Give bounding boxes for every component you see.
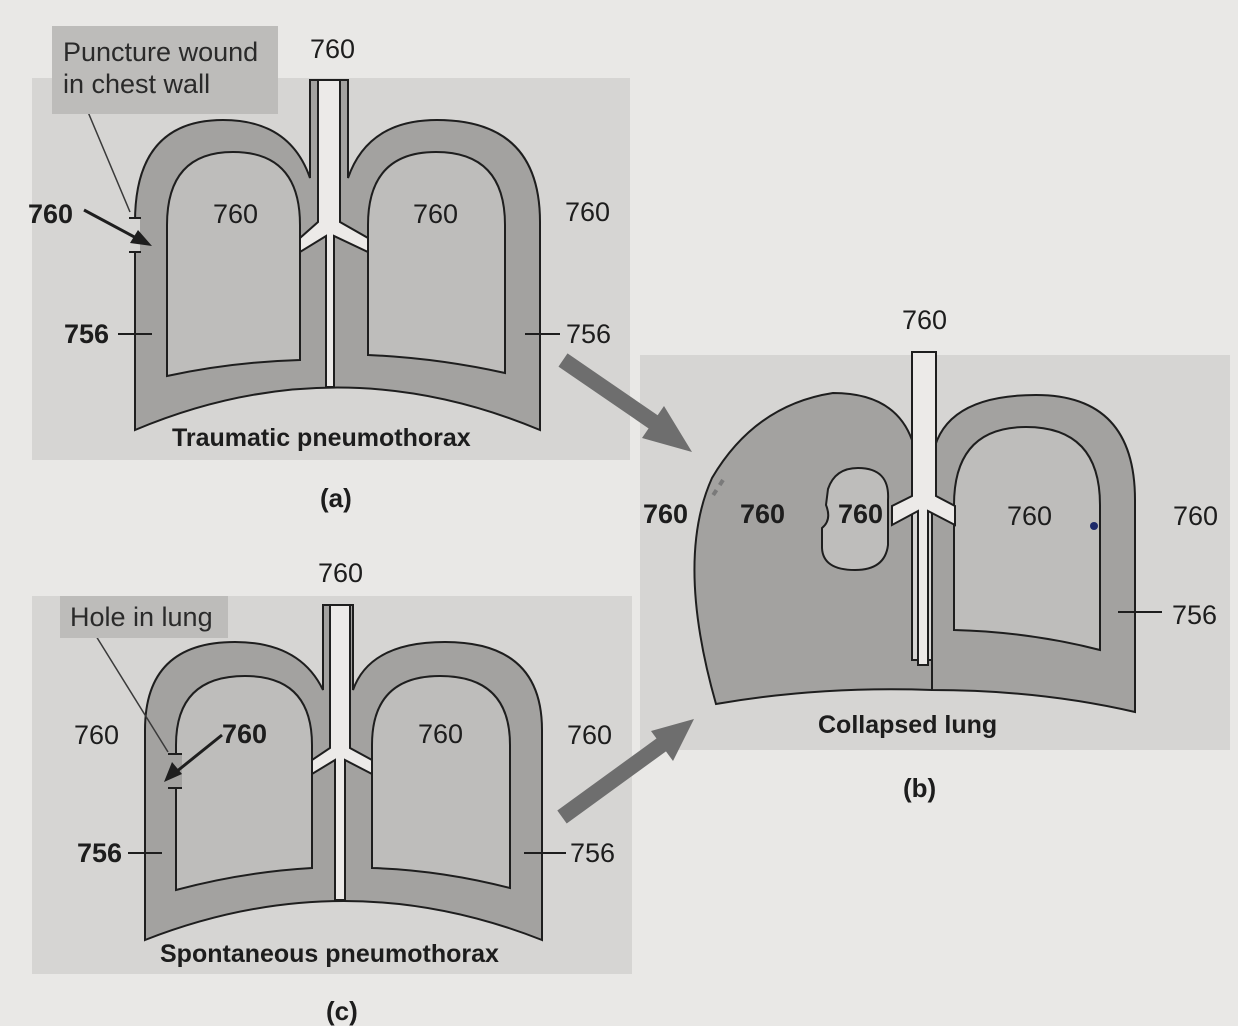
panel-b-collapsed-lung-pressure: 760 (838, 499, 883, 529)
panel-a-left-lung-pressure: 760 (213, 199, 258, 229)
panel-c-right-pleural-pressure: 756 (570, 838, 615, 868)
panel-c-trachea-pressure: 760 (318, 558, 363, 588)
panel-b-right-lung (954, 427, 1100, 650)
panel-b-wall-pressure: 760 (643, 499, 688, 529)
panel-c-left-pleural-pressure: 756 (77, 838, 122, 868)
panel-c-left-lung (176, 676, 312, 890)
panel-a-outside-right-pressure: 760 (565, 197, 610, 227)
panel-b-right-lung-pressure: 760 (1007, 501, 1052, 531)
panel-b-caption: (b) (903, 773, 936, 803)
panel-c-caption: (c) (326, 996, 358, 1026)
panel-c-outside-left-pressure: 760 (74, 720, 119, 750)
panel-c-callout: Hole in lung (70, 602, 213, 632)
panel-b-trachea-pressure: 760 (902, 305, 947, 335)
panel-a-right-pleural-pressure: 756 (566, 319, 611, 349)
panel-b-collapsed-space-pressure: 760 (740, 499, 785, 529)
panel-a-left-pleural-pressure: 756 (64, 319, 109, 349)
panel-c-title: Spontaneous pneumothorax (160, 940, 499, 968)
panel-c-right-lung-pressure: 760 (418, 719, 463, 749)
panel-a-caption: (a) (320, 483, 352, 513)
panel-a-callout-line-1: Puncture wound (63, 37, 258, 67)
panel-b-ink-dot (1090, 522, 1098, 530)
panel-a-right-lung-pressure: 760 (413, 199, 458, 229)
panel-a-right-lung (368, 152, 505, 373)
panel-a-left-lung (167, 152, 300, 376)
panel-c-right-lung (372, 676, 510, 888)
panel-b-right-pleural-pressure: 756 (1172, 600, 1217, 630)
panel-a-title: Traumatic pneumothorax (172, 424, 471, 452)
panel-b-title: Collapsed lung (818, 711, 997, 739)
panel-c-hole-pressure: 760 (222, 719, 267, 749)
panel-a-trachea-pressure: 760 (310, 34, 355, 64)
panel-a-wound-pressure: 760 (28, 199, 73, 229)
panel-c-outside-right-pressure: 760 (567, 720, 612, 750)
panel-b-outside-right-pressure: 760 (1173, 501, 1218, 531)
panel-a-callout-line-2: in chest wall (63, 69, 210, 99)
